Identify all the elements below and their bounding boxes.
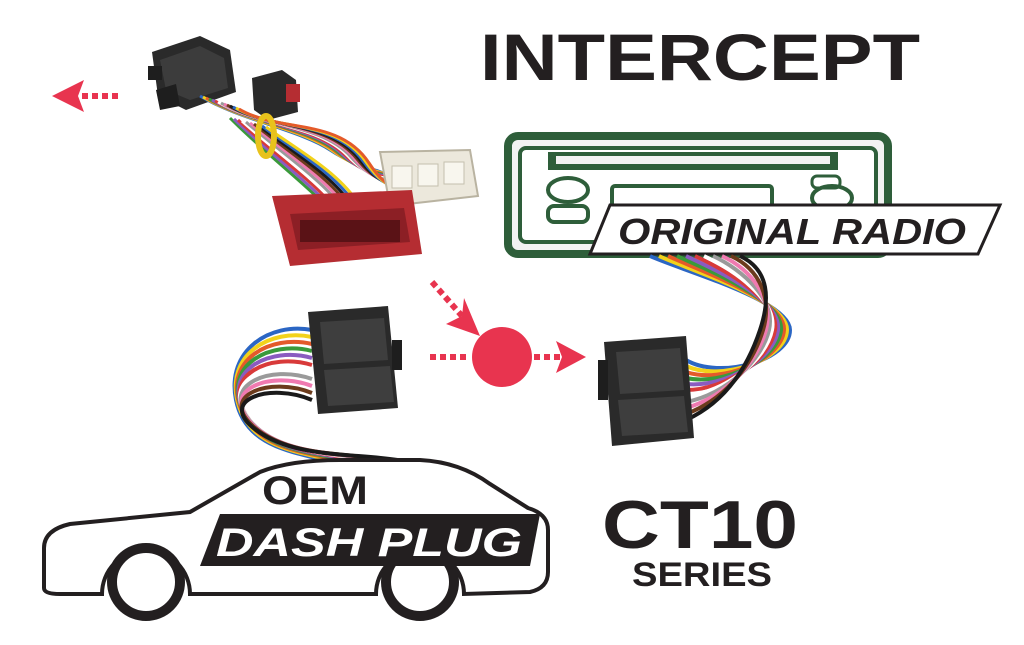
arrow-right-icon [534, 341, 586, 373]
arrow-down-right-icon [429, 280, 480, 336]
speaker-connector [252, 70, 300, 120]
oem-label: OEM [262, 469, 368, 513]
wire [257, 123, 350, 201]
title: INTERCEPT [480, 20, 920, 94]
harness-loom-illustration [148, 36, 480, 266]
dash-plug-label: DASH PLUG [216, 521, 522, 565]
wire [228, 116, 322, 202]
wire [236, 118, 330, 202]
wire [253, 122, 346, 201]
wire [667, 254, 787, 378]
wire [240, 390, 411, 464]
dash-plug-label-box: DASH PLUG [200, 514, 540, 566]
wire [649, 254, 793, 370]
red-vehicle-connector [272, 190, 422, 266]
cable-tie [255, 113, 277, 159]
wire [685, 254, 769, 416]
product-series: SERIES [632, 556, 772, 594]
original-radio-label-box: ORIGINAL RADIO [587, 203, 1003, 256]
oem-harness-illustration [232, 306, 411, 464]
ct10-harness-illustration [598, 254, 793, 446]
wire [685, 254, 770, 410]
arrow-left-icon [52, 80, 118, 112]
wire [232, 117, 326, 202]
wire [676, 254, 783, 382]
original-radio-label: ORIGINAL RADIO [618, 211, 966, 252]
wire [685, 254, 778, 392]
wire [685, 254, 768, 422]
junction-dot-icon [472, 327, 532, 387]
wire [240, 119, 334, 201]
wire [658, 254, 790, 374]
wire [685, 254, 775, 398]
wire [685, 254, 772, 404]
oem-connector [308, 306, 402, 414]
product-model: CT10 [602, 487, 798, 563]
iso-connector-black [148, 36, 236, 110]
wire [685, 254, 781, 387]
ct10-connector [598, 336, 694, 446]
